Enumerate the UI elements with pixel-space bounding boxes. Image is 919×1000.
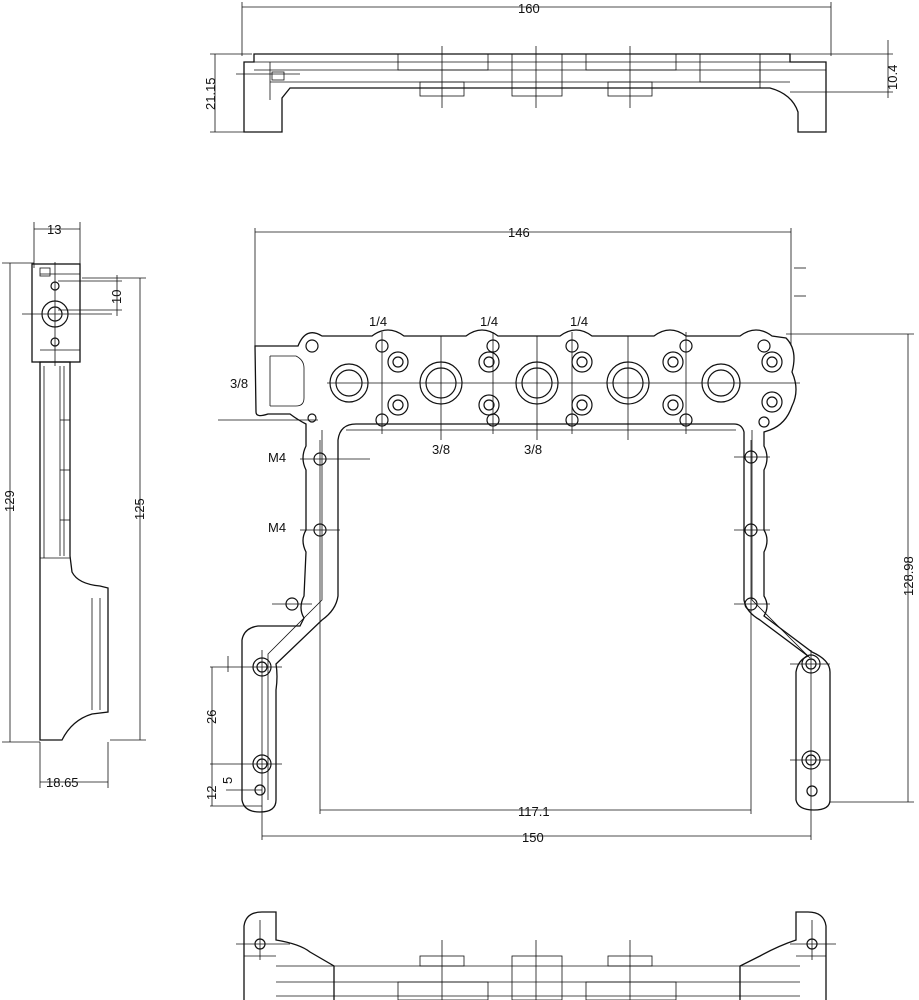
label-three-eighths-left: 3/8 [230, 376, 248, 391]
dim-top-width: 160 [518, 1, 540, 16]
label-quarter-1: 1/4 [369, 314, 387, 329]
dim-front-hole-offset: 5 [220, 777, 235, 784]
label-three-eighths-b: 3/8 [524, 442, 542, 457]
dim-side-total-height: 129 [2, 490, 17, 512]
top-view: 160 21.15 10.4 [203, 1, 900, 133]
front-view: 146 [204, 225, 916, 845]
dim-side-depth: 18.65 [46, 775, 79, 790]
dim-side-height: 125 [132, 498, 147, 520]
dim-top-offset: 10.4 [885, 65, 900, 90]
label-three-eighths-a: 3/8 [432, 442, 450, 457]
side-view: 13 10 129 125 [2, 222, 147, 790]
hole-cluster-5 [757, 339, 783, 428]
label-quarter-2: 1/4 [480, 314, 498, 329]
label-quarter-3: 1/4 [570, 314, 588, 329]
dim-front-inner-width: 117.1 [518, 804, 550, 819]
dim-front-slot-pitch: 26 [204, 710, 219, 724]
bottom-view [236, 911, 836, 1000]
label-m4-lower: M4 [268, 520, 286, 535]
label-m4-upper: M4 [268, 450, 286, 465]
dim-front-bottom-offset: 12 [204, 786, 219, 800]
dim-top-height: 21.15 [203, 77, 218, 110]
dim-front-base-width: 150 [522, 830, 544, 845]
dim-front-top-width: 146 [508, 225, 530, 240]
dim-side-hole: 10 [109, 290, 124, 304]
dim-side-width: 13 [47, 222, 61, 237]
dim-front-overall-height: 128.98 [901, 556, 916, 596]
